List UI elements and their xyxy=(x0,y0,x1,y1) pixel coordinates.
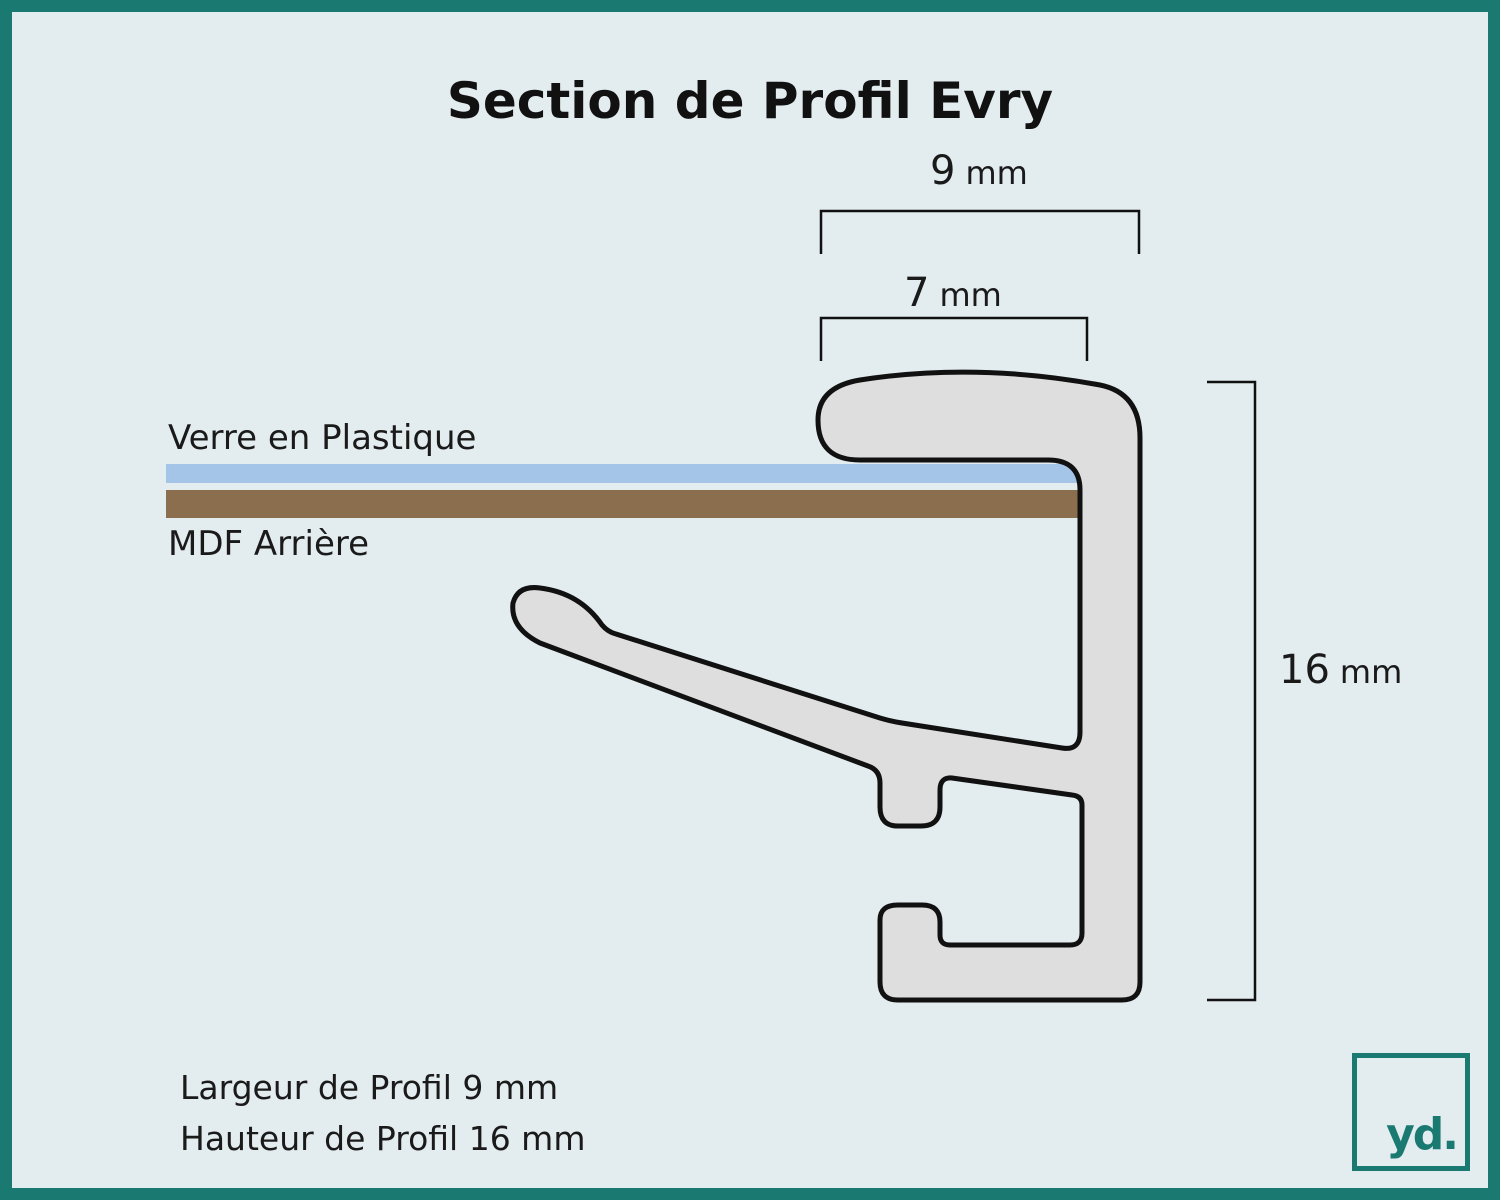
width-inner-value: 7 xyxy=(904,270,930,316)
profile-width-summary: Largeur de Profil 9 mm xyxy=(180,1068,559,1107)
glass-label: Verre en Plastique xyxy=(168,418,477,458)
back-layer xyxy=(166,490,1080,518)
logo-text: yd. xyxy=(1386,1109,1459,1160)
height-value: 16 xyxy=(1279,647,1330,693)
height-bracket xyxy=(1207,380,1257,1002)
width-outer-value: 9 xyxy=(930,148,956,194)
profile-height-summary: Hauteur de Profil 16 mm xyxy=(180,1119,586,1158)
width-outer-bracket xyxy=(819,209,1141,254)
diagram-title: Section de Profil Evry xyxy=(446,71,1054,130)
glass-layer xyxy=(166,464,1080,483)
width-inner-bracket xyxy=(819,316,1089,361)
diagram-frame xyxy=(12,12,1488,1188)
height-unit: mm xyxy=(1339,653,1403,691)
frame-profile xyxy=(510,369,1143,1003)
width-inner-unit: mm xyxy=(939,276,1002,314)
back-label: MDF Arrière xyxy=(168,524,370,564)
width-outer-unit: mm xyxy=(965,154,1028,192)
yd-logo-icon: yd. xyxy=(1352,1053,1470,1171)
